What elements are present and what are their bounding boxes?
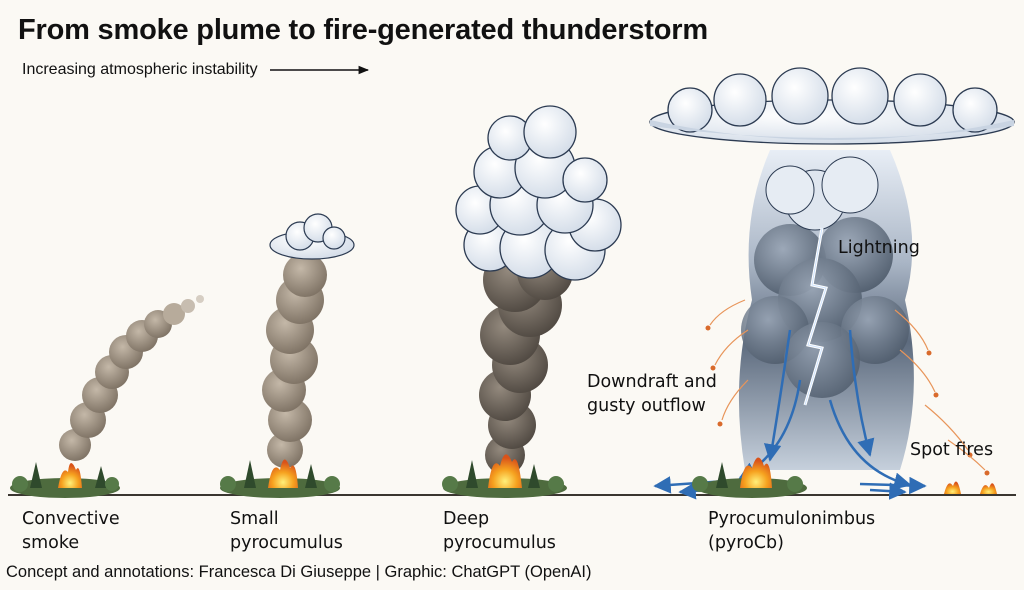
stage3-cloud-tower — [455, 105, 622, 281]
spot-fires-label: Spot fires — [910, 440, 994, 460]
stage-label-deep-pyrocumulus: Deep pyrocumulus — [443, 509, 556, 553]
stage2-smoke-column — [262, 253, 327, 468]
stage-label-small-pyrocumulus: Small pyrocumulus — [230, 509, 343, 553]
stage4-anvil-cloud — [649, 67, 1015, 145]
stage-label-convective-smoke: Convective smoke — [22, 509, 120, 553]
ember-trails — [705, 299, 990, 476]
credit-line: Concept and annotations: Francesca Di Gi… — [6, 563, 592, 581]
lightning-bolt-glow — [804, 227, 827, 406]
stage3-fire-and-trees — [442, 454, 567, 498]
stage1-smoke-plume — [59, 295, 204, 461]
page-title: From smoke plume to fire-generated thund… — [18, 14, 708, 46]
stage4-storm-column — [738, 150, 914, 470]
stage1-fire-and-trees — [10, 462, 120, 498]
right-arrow-icon — [270, 65, 370, 74]
downdraft-label: Downdraft and gusty outflow — [587, 372, 717, 416]
stage2-cloud-cap — [269, 213, 355, 260]
stage3-dark-smoke-column — [479, 244, 573, 475]
spot-fires-icon — [944, 481, 997, 494]
stage2-fire-and-trees — [220, 459, 340, 498]
stage-label-pyrocumulonimbus: Pyrocumulonimbus (pyroCb) — [708, 509, 876, 553]
instability-axis: Increasing atmospheric instability — [22, 61, 378, 79]
instability-label: Increasing atmospheric instability — [22, 61, 258, 78]
lightning-label: Lightning — [838, 238, 920, 258]
stage4-fire-and-trees — [692, 457, 807, 498]
